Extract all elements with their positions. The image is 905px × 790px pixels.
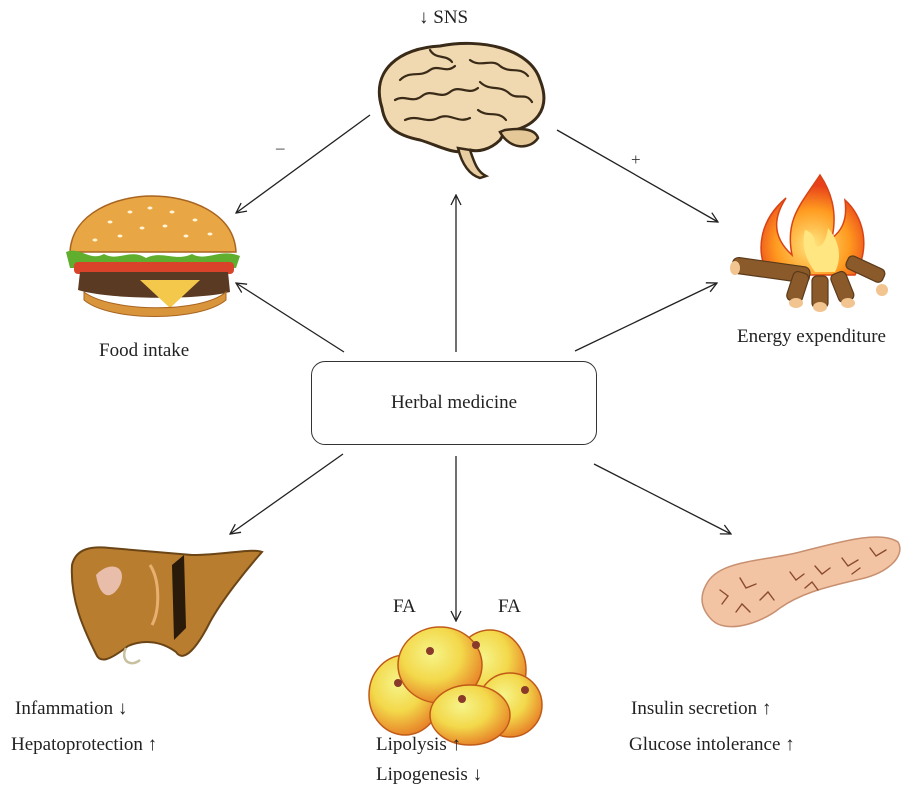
pancreas-icon xyxy=(702,537,900,627)
food-intake-label: Food intake xyxy=(99,340,189,362)
plus-sign: + xyxy=(631,150,641,170)
brain-icon xyxy=(379,43,544,178)
pancreas-effect-insulin: Insulin secretion ↑ xyxy=(631,698,771,720)
liver-effect-hepatoprotection: Hepatoprotection ↑ xyxy=(11,734,157,756)
arrow-herbal-to-food xyxy=(236,283,344,352)
herbal-medicine-box: Herbal medicine xyxy=(311,361,597,445)
campfire-icon xyxy=(730,175,888,312)
liver-icon xyxy=(72,547,262,663)
arrow-herbal-to-energy xyxy=(575,283,717,351)
arrow-herbal-to-liver xyxy=(230,454,343,534)
burger-icon xyxy=(66,196,240,317)
pancreas-effect-glucose: Glucose intolerance ↑ xyxy=(629,734,795,756)
fat-cells-icon xyxy=(369,627,542,745)
arrow-brain-to-energy xyxy=(557,130,718,222)
herbal-medicine-label: Herbal medicine xyxy=(391,392,517,414)
energy-expenditure-label: Energy expenditure xyxy=(737,326,886,348)
arrow-herbal-to-pancreas xyxy=(594,464,731,534)
fat-effect-lipolysis: Lipolysis ↑ xyxy=(376,734,461,756)
fa-left-label: FA xyxy=(393,596,416,618)
arrow-brain-to-food xyxy=(236,115,370,213)
minus-sign: – xyxy=(276,138,285,158)
fat-effect-lipogenesis: Lipogenesis ↓ xyxy=(376,764,482,786)
liver-effect-inflammation: Infammation ↓ xyxy=(15,698,127,720)
fa-right-label: FA xyxy=(498,596,521,618)
sns-label: ↓ SNS xyxy=(419,7,468,29)
